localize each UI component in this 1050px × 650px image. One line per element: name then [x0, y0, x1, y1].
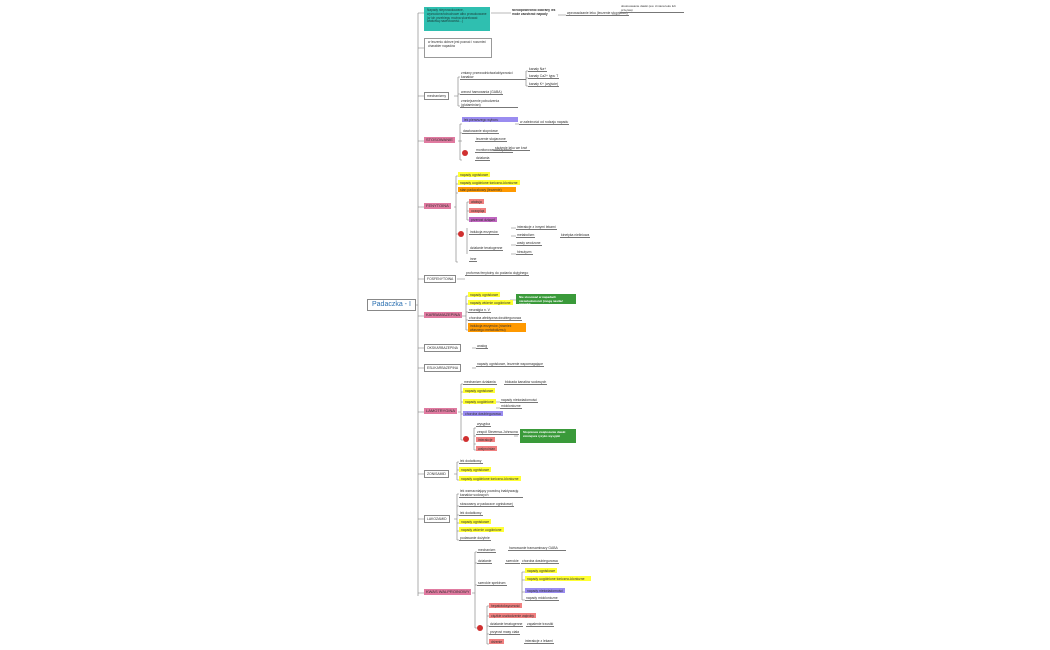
lam-green-note[interactable]: Stopniowe zwiększanie dawki zmniejsza ry… [520, 429, 576, 443]
walp-e[interactable]: działanie teratogenne [489, 622, 524, 628]
lak-e[interactable]: napady wtórnie uogólnione [459, 527, 504, 533]
lak-f[interactable]: podawanie dożylnie [459, 536, 491, 542]
esl-a[interactable]: napady ogniskowe, leczenie wspomagające [476, 362, 544, 368]
note-far-label[interactable]: dostosowanie dawki (ew. zmiana leku lub … [620, 5, 684, 14]
walp-f[interactable]: przyrost masy ciała [489, 630, 521, 636]
white-note-card[interactable]: w leczeniu dobrze jest poznać i rozumieć… [424, 38, 492, 58]
fen-e[interactable]: indukcja enzymów [469, 230, 499, 236]
section-okskarbazepina[interactable]: OKSKARBAZEPINA [424, 344, 461, 353]
fen-e2[interactable]: metabolizm [516, 233, 536, 239]
karb-c[interactable]: neuralgia n. V [468, 308, 491, 314]
walp-d2[interactable]: zapalenie trzustki [526, 622, 555, 628]
oks-a[interactable]: analog [476, 344, 489, 350]
section-lakozamid[interactable]: LAKOZAMID [424, 515, 450, 524]
walp-c4[interactable]: napady miokloniczne [525, 596, 559, 602]
section-mechanizmy[interactable]: mechanizmy [424, 92, 450, 101]
section-stosowanie[interactable]: STOSOWANIE [424, 137, 455, 144]
fen-f1[interactable]: wady wrodzone [516, 241, 542, 247]
alert-icon [477, 625, 483, 631]
lam-b[interactable]: napady ogniskowe [463, 388, 496, 394]
walp-d1[interactable]: ciężkie uszkodzenie wątroby [489, 613, 536, 619]
walp-a1[interactable]: hamowanie transaminazy GABA [508, 546, 566, 552]
lam-a1[interactable]: blokada kanałów sodowych [504, 380, 548, 386]
section-kwas-walproinowy[interactable]: KWAS WALPROINOWY [424, 589, 472, 596]
fen-b[interactable]: napady uogólnione toniczno-kloniczne [458, 180, 520, 186]
section-fenytoina[interactable]: FENYTOINA [424, 203, 451, 210]
lak-a[interactable]: lek wzmacniający powolną inaktywację kan… [459, 489, 523, 499]
walp-c3[interactable]: napady nieświadomości [525, 588, 565, 594]
note-tail-label[interactable]: wprowadzanie leku (leczenie stopniowo) [566, 11, 629, 17]
fen-f2[interactable]: hirsutyzm [516, 250, 533, 256]
stos-d2[interactable]: stężenie leku we krwi [494, 146, 530, 152]
alert-icon [462, 150, 468, 156]
lam-e2[interactable]: interakcje [476, 437, 495, 443]
zon-a[interactable]: lek dodatkowy [459, 459, 483, 465]
stos-d1[interactable]: monitorowanie stężenia [475, 148, 513, 154]
walp-c1[interactable]: napady ogniskowe [525, 568, 558, 574]
walp-b[interactable]: działanie [477, 559, 493, 565]
stos-c[interactable]: leczenie skojarzone [475, 137, 507, 143]
section-zonisamid[interactable]: ZONISAMID [424, 470, 449, 479]
mech-a2[interactable]: kanały Ca2+ typu T [528, 74, 560, 80]
walp-c2[interactable]: napady uogólnione toniczno-kloniczne [525, 576, 591, 582]
mech-a1[interactable]: kanały Na+ [528, 67, 548, 73]
lam-c[interactable]: napady uogólnione [463, 399, 496, 405]
stos-b[interactable]: dawkowanie stopniowe [462, 129, 499, 135]
walp-a[interactable]: mechanizm [477, 548, 497, 554]
walp-h[interactable]: interakcje z lekami [524, 639, 554, 645]
fen-d3[interactable]: przerost dziąseł [469, 217, 497, 223]
stos-a1[interactable]: w zależności od rodzaju napadu [519, 120, 570, 126]
section-eslikarbazepina[interactable]: ESLIKARBAZEPINA [424, 364, 462, 373]
fen-d2[interactable]: oczopląs [469, 208, 487, 214]
karb-b[interactable]: napady wtórnie uogólnione [468, 300, 513, 306]
walp-b2[interactable]: choroba dwubiegunowa [521, 559, 559, 565]
lam-e3[interactable]: walproinian [476, 446, 498, 452]
lam-c1[interactable]: napady nieświadomości [500, 398, 538, 404]
walp-d[interactable]: hepatotoksyczność [489, 603, 522, 609]
zon-c[interactable]: napady uogólnione toniczno-kloniczne [459, 476, 521, 482]
karb-green-note[interactable]: Nie stosować w napadach nieświadomości (… [516, 294, 576, 304]
mech-a3[interactable]: kanały K+ (wyjście) [528, 82, 560, 88]
karb-d[interactable]: choroba afektywna dwubiegunowa [468, 316, 523, 322]
teal-note-card[interactable]: Napady nieprowokowane, wyzwolone/odrucho… [424, 7, 490, 31]
section-karbamazepina[interactable]: KARBAMAZEPINA [424, 312, 463, 319]
walp-b1[interactable]: szerokie [505, 559, 520, 565]
fen-e3[interactable]: kinetyka nieliniowa [560, 233, 591, 239]
fos-a[interactable]: proforma fenytoiny do podania dożylnego [465, 271, 530, 277]
walp-g[interactable]: drżenie [489, 639, 505, 645]
lam-e[interactable]: wysypka [476, 422, 492, 428]
section-lamotrygina[interactable]: LAMOTRYGINA [424, 408, 458, 415]
fen-a[interactable]: napady ogniskowe [458, 172, 491, 178]
alert-icon [458, 231, 464, 237]
lam-e1[interactable]: zespół Stevensa-Johnsona [476, 430, 519, 436]
fen-f[interactable]: działanie teratogenne [469, 246, 504, 252]
mech-c[interactable]: zmniejszenie pobudzenia (glutaminian) [460, 99, 518, 109]
section-fosfenytoina[interactable]: FOSFENYTOINA [424, 275, 457, 284]
fen-c[interactable]: stan padaczkowy (leczenie) [458, 187, 516, 193]
zon-b[interactable]: napady ogniskowe [459, 467, 492, 473]
karb-a[interactable]: napady ogniskowe [468, 292, 501, 298]
lam-c2[interactable]: miokloniczne [500, 404, 522, 410]
fen-e1[interactable]: interakcje z innymi lekami [516, 225, 557, 231]
alert-icon [463, 436, 469, 442]
karb-e[interactable]: indukcja enzymów (również własnego metab… [468, 323, 526, 333]
lak-b[interactable]: stosowany w padaczce ogniskowej [459, 502, 514, 508]
lam-a[interactable]: mechanizm działania [463, 380, 497, 386]
lak-c[interactable]: lek dodatkowy [459, 511, 483, 517]
root-topic[interactable]: Padaczka - I [367, 299, 416, 311]
stos-a[interactable]: lek pierwszego wyboru [462, 117, 518, 123]
walp-c[interactable]: szerokie spektrum [477, 581, 507, 587]
mech-a[interactable]: zmiany przewodnictwa/aktywności kanałów [460, 71, 526, 81]
fen-g[interactable]: inne [469, 257, 478, 263]
lam-d[interactable]: choroba dwubiegunowa [463, 411, 503, 417]
lak-d[interactable]: napady ogniskowe [459, 519, 492, 525]
stos-e[interactable]: działania [475, 156, 491, 162]
fen-d1[interactable]: ataksja [469, 199, 484, 205]
mech-b[interactable]: wzrost hamowania (GABA) [460, 90, 503, 96]
note-branch-label[interactable]: Nieodpowiednio dobrany lek może zaostrza… [512, 9, 556, 16]
